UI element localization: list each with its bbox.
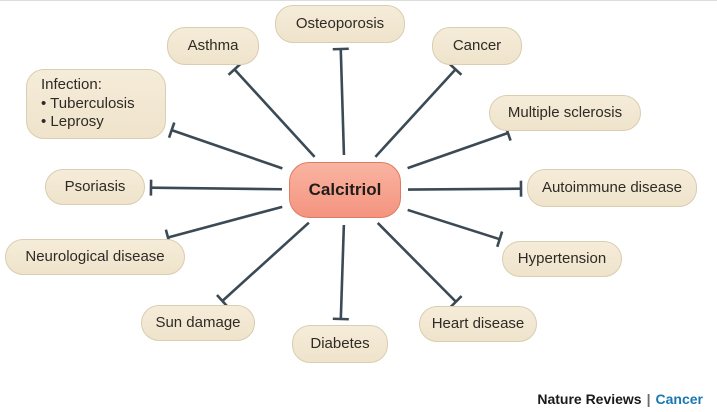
inhibition-line-sun-damage	[222, 223, 309, 301]
inhibition-line-infection	[172, 130, 283, 168]
node-label: Osteoporosis	[296, 15, 384, 34]
node-autoimmune-disease: Autoimmune disease	[527, 169, 697, 207]
node-neurological-disease: Neurological disease	[5, 239, 185, 275]
node-heart-disease: Heart disease	[419, 306, 537, 342]
node-osteoporosis: Osteoporosis	[275, 5, 405, 43]
journal-section: Cancer	[656, 391, 703, 407]
node-psoriasis: Psoriasis	[45, 169, 145, 205]
node-calcitriol: Calcitriol	[289, 162, 401, 218]
node-asthma: Asthma	[167, 27, 259, 65]
node-label: Multiple sclerosis	[508, 104, 622, 123]
inhibition-line-heart-disease	[378, 223, 456, 302]
node-label: Cancer	[453, 37, 501, 56]
node-sun-damage: Sun damage	[141, 305, 255, 341]
inhibition-line-psoriasis	[151, 188, 282, 190]
node-cancer: Cancer	[432, 27, 522, 65]
inhibition-line-cancer	[375, 69, 455, 156]
inhibition-line-autoimmune-disease	[408, 189, 521, 190]
journal-credit: Nature Reviews | Cancer	[537, 391, 703, 407]
inhibition-line-hypertension	[408, 210, 500, 239]
inhibition-line-osteoporosis	[341, 49, 344, 155]
node-label: Sun damage	[155, 314, 240, 333]
node-label: Asthma	[188, 37, 239, 56]
inhibition-line-neurological-disease	[168, 207, 282, 238]
node-label: Diabetes	[310, 335, 369, 354]
node-hypertension: Hypertension	[502, 241, 622, 277]
node-label: Autoimmune disease	[542, 179, 682, 198]
node-label: Heart disease	[432, 315, 525, 334]
inhibition-line-asthma	[234, 69, 314, 156]
inhibition-line-diabetes	[341, 225, 344, 319]
journal-separator: |	[647, 391, 651, 407]
node-label: Neurological disease	[25, 248, 164, 267]
node-label: Hypertension	[518, 250, 606, 269]
node-label: Psoriasis	[65, 178, 126, 197]
node-label: Infection:	[41, 76, 102, 95]
node-diabetes: Diabetes	[292, 325, 388, 363]
center-label: Calcitriol	[309, 179, 382, 200]
inhibition-line-multiple-sclerosis	[408, 133, 508, 168]
journal-name: Nature Reviews	[537, 391, 641, 407]
node-bullet: • Leprosy	[41, 113, 104, 132]
node-multiple-sclerosis: Multiple sclerosis	[489, 95, 641, 131]
inhibition-cap-diabetes	[333, 319, 349, 320]
node-infection: Infection:• Tuberculosis• Leprosy	[26, 69, 166, 139]
node-bullet: • Tuberculosis	[41, 95, 135, 114]
